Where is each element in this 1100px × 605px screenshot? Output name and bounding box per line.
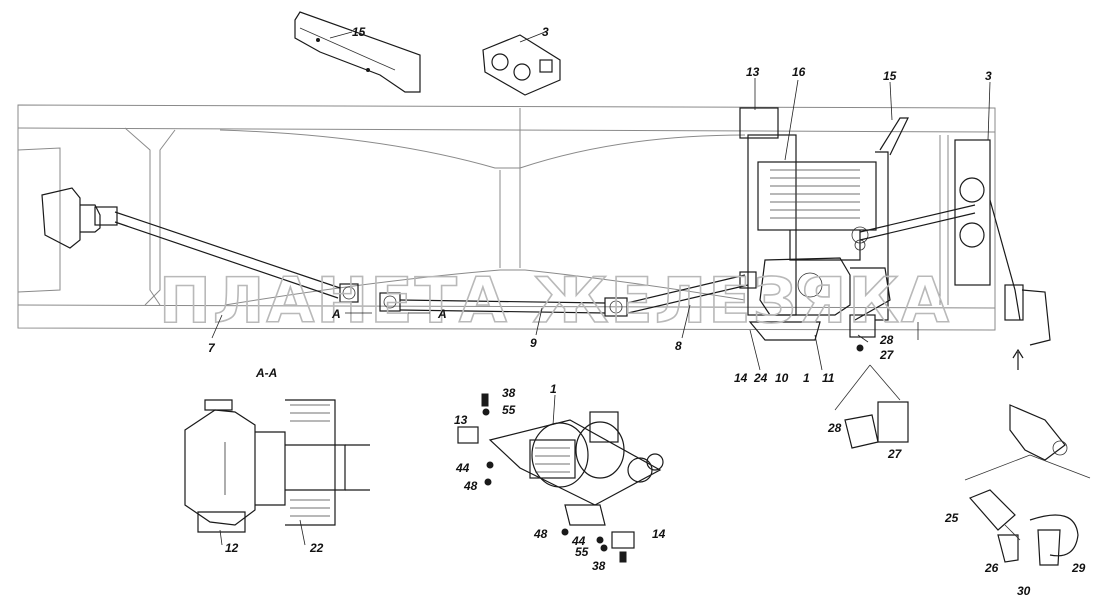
- watermark-text: ПЛАНЕТА ЖЕЛЕЗЯКА: [159, 264, 951, 337]
- callout-26-hook: 26: [984, 561, 999, 575]
- winch-installed: [739, 107, 1051, 352]
- callout-12-section: 12: [225, 541, 239, 555]
- callout-48-winch: 48: [463, 479, 478, 493]
- callout-29-hook: 29: [1071, 561, 1086, 575]
- section-cut-mark: А: [331, 307, 341, 321]
- drive-shaft-assembly: [41, 187, 757, 317]
- guide-parts: [834, 364, 909, 449]
- callout-27-mount: 27: [879, 348, 895, 362]
- callout-8-shaft: 8: [675, 339, 682, 353]
- callout-55-winch: 55: [502, 403, 516, 417]
- winch-exploded: [457, 393, 664, 563]
- callout-38-winch: 38: [502, 386, 516, 400]
- callout-38-winch-lower: 38: [592, 559, 606, 573]
- bumper-part: [294, 11, 421, 93]
- callout-7-shaft: 7: [208, 341, 216, 355]
- callout-numbers: 15 3 13 16 15 3 7 9 8 14 24 10 1 11 28 2…: [208, 25, 1086, 598]
- roller-part: [482, 34, 561, 96]
- callout-15-top: 15: [883, 69, 897, 83]
- chassis-frame: [17, 104, 996, 331]
- callout-30-hook: 30: [1017, 584, 1031, 598]
- callout-14-mount: 14: [734, 371, 748, 385]
- callout-10-mount: 10: [775, 371, 789, 385]
- callout-11-mount: 11: [822, 371, 835, 385]
- callout-28-guide: 28: [827, 421, 842, 435]
- callout-14-winch: 14: [652, 527, 666, 541]
- callout-48-winch-lower: 48: [533, 527, 548, 541]
- callout-28-mount: 28: [879, 333, 894, 347]
- section-cut-mark: А: [437, 307, 447, 321]
- callout-22-section: 22: [309, 541, 324, 555]
- callout-3-top: 3: [985, 69, 992, 83]
- callout-44-winch-lower: 44: [571, 534, 586, 548]
- callout-1-winch: 1: [550, 382, 557, 396]
- callout-15-bumper: 15: [352, 25, 366, 39]
- callout-27-guide: 27: [887, 447, 903, 461]
- section-label: А-А: [255, 366, 277, 380]
- callout-1-mount: 1: [803, 371, 810, 385]
- direction-arrow-icon: [1012, 348, 1024, 370]
- callout-13-top: 13: [746, 65, 760, 79]
- callout-3-roller: 3: [542, 25, 549, 39]
- callout-24-mount: 24: [753, 371, 768, 385]
- callout-16-top: 16: [792, 65, 806, 79]
- callout-44-winch: 44: [455, 461, 470, 475]
- callout-13-winch: 13: [454, 413, 468, 427]
- callout-55-winch-lower: 55: [575, 545, 589, 559]
- leader-lines: [211, 31, 991, 546]
- section-view-aa: [184, 399, 370, 533]
- callout-25-hook: 25: [944, 511, 959, 525]
- hook-parts: [964, 404, 1091, 566]
- callout-9-shaft: 9: [530, 336, 537, 350]
